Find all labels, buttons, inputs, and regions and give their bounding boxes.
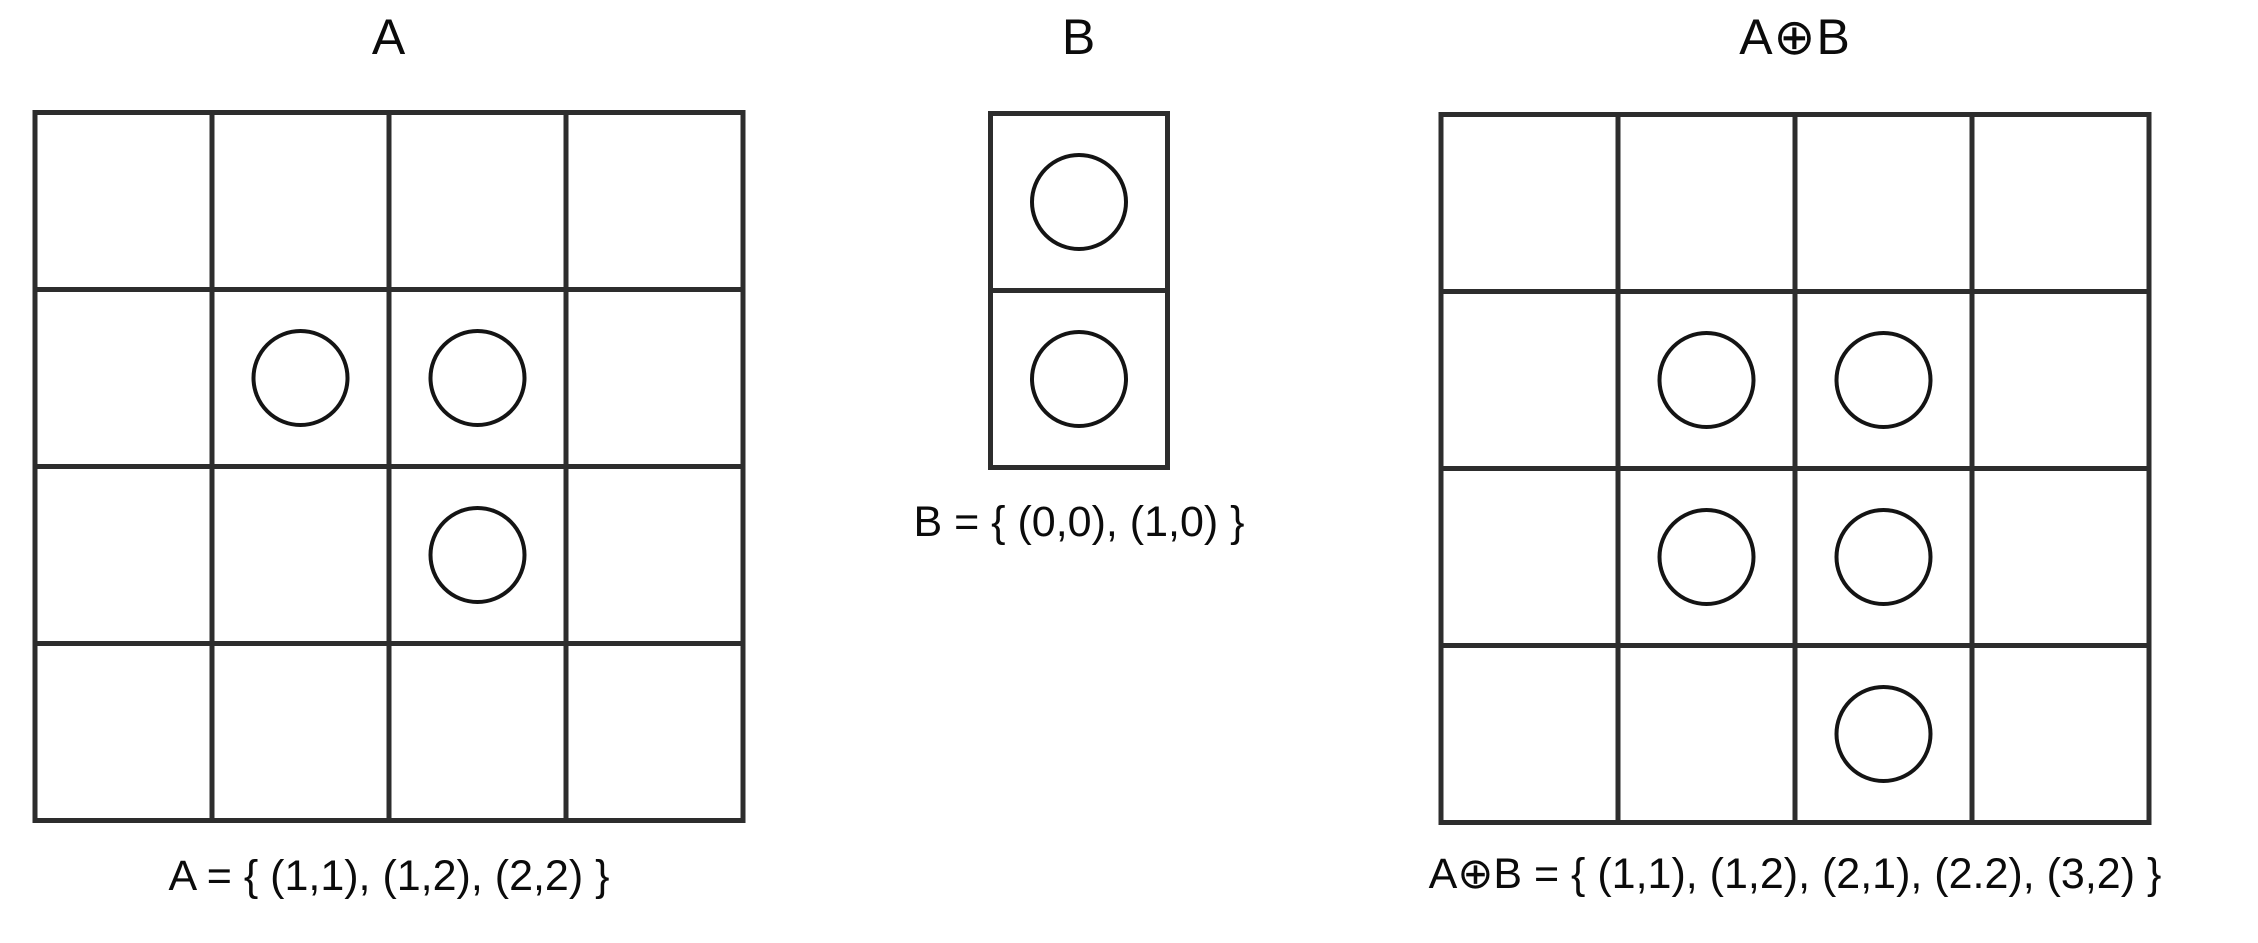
panel-a-title: A [371,9,407,65]
panel-structuring-element-b: B B = { (0,0), (1,0) } [879,0,1279,943]
grid-a-svg [32,110,746,823]
cell-marker-circle [428,329,527,427]
cell-marker-circle [1834,331,1933,429]
grid-ab [1438,112,2152,825]
panel-a-caption: A = { (1,1), (1,2), (2,2) } [168,852,610,900]
cell-marker-circle [1834,685,1933,783]
cell-marker-circle [1030,153,1128,251]
panel-dilation-result: A⊕B A⊕B = { (1,1), (1,2), (2,1), (2.2), … [1330,0,2258,943]
panel-ab-caption: A⊕B = { (1,1), (1,2), (2,1), (2.2), (3,2… [1428,850,2162,898]
cell-marker-circle [1030,330,1128,428]
cell-marker-circle [1657,508,1756,606]
cell-marker-circle [428,506,527,604]
panel-set-a: A A = { (1,1), (1,2), (2,2) } [0,0,778,943]
cell-marker-circle [1657,331,1756,429]
grid-a [32,110,746,823]
cell-marker-circle [251,329,350,427]
panel-ab-title: A⊕B [1739,9,1851,65]
grid-b [988,111,1170,470]
panel-b-title: B [1061,9,1097,65]
cell-marker-circle [1834,508,1933,606]
grid-ab-svg [1438,112,2152,825]
panel-b-caption: B = { (0,0), (1,0) } [913,498,1245,546]
grid-b-svg [988,111,1170,470]
